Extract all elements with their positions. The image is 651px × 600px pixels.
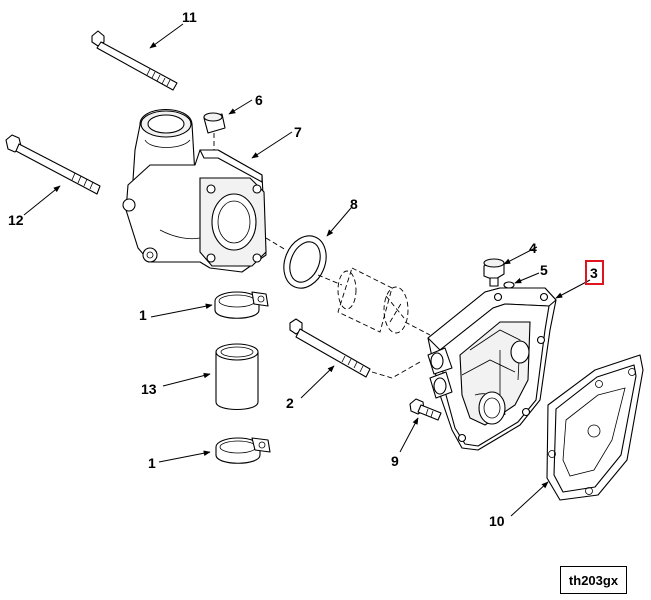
- thermostat-housing-7: [122, 108, 267, 273]
- fitting-4: [483, 258, 505, 287]
- callout-7: 7: [294, 124, 302, 140]
- bolt-12: [5, 134, 101, 195]
- leader-lines: [23, 23, 591, 517]
- gasket-10: [546, 354, 644, 501]
- figure-reference-label: th203gx: [560, 566, 627, 594]
- bolt-11: [91, 30, 178, 91]
- callout-1-lower: 1: [148, 455, 156, 471]
- hose-clamp-1-upper: [214, 291, 269, 319]
- hose-13: [215, 343, 259, 411]
- callout-8: 8: [350, 196, 358, 212]
- callout-12: 12: [8, 212, 24, 228]
- bolt-2: [289, 318, 421, 379]
- callout-5: 5: [540, 262, 548, 278]
- cap-screw-9: [409, 398, 442, 421]
- callout-highlight-box: [585, 260, 604, 285]
- callout-11: 11: [182, 9, 197, 25]
- callout-6: 6: [255, 92, 263, 108]
- callout-13: 13: [141, 381, 157, 397]
- cover-plate-3: [427, 287, 557, 451]
- callout-4: 4: [529, 240, 537, 256]
- callout-9: 9: [391, 453, 399, 469]
- thermostat-phantom: [317, 267, 431, 336]
- o-ring-5: [503, 281, 515, 289]
- plug-6: [203, 112, 226, 150]
- callout-10: 10: [489, 513, 505, 529]
- callout-3: 3: [590, 265, 598, 281]
- seal-8: [265, 235, 327, 289]
- hose-clamp-1-lower: [215, 437, 271, 464]
- callout-2: 2: [286, 395, 294, 411]
- callout-1-upper: 1: [139, 307, 147, 323]
